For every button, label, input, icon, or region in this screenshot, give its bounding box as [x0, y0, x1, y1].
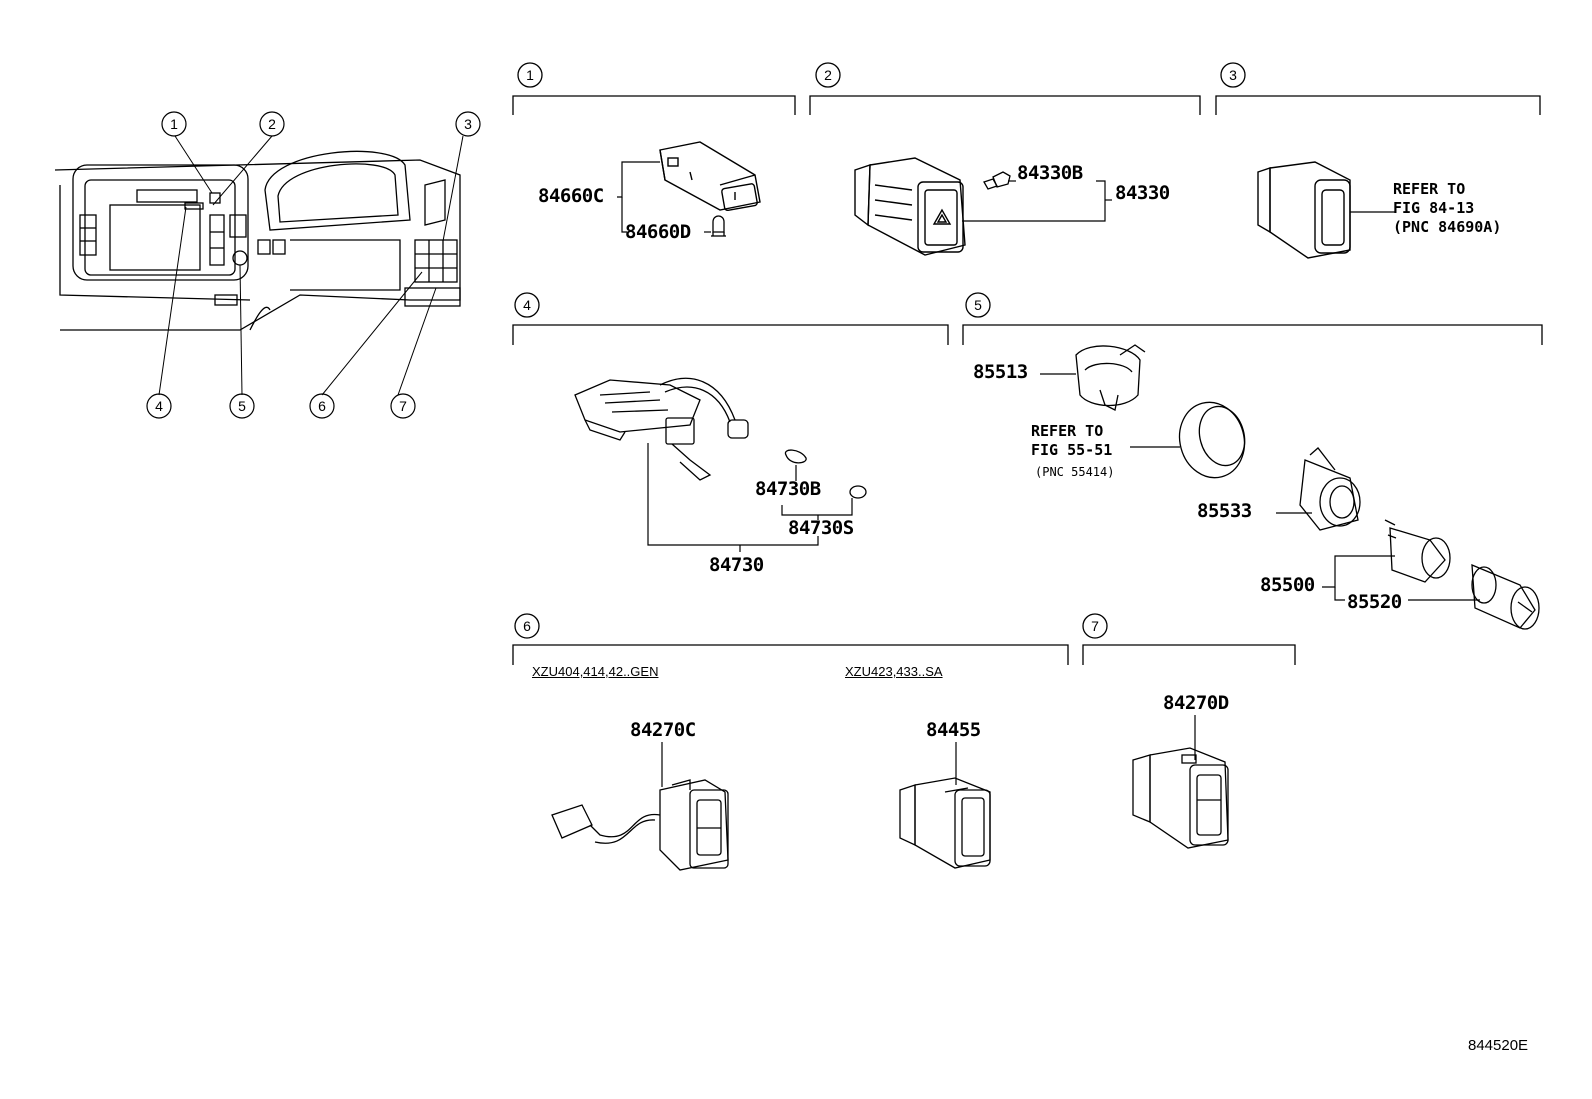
figure-code: 844520E — [1468, 1037, 1529, 1054]
refer-line-1: REFER TO — [1031, 422, 1104, 440]
part-label-84330b[interactable]: 84330B — [1017, 162, 1083, 184]
dashboard-overview — [54, 150, 461, 331]
lighter-85500-drawing — [1384, 519, 1451, 583]
section6-leaders — [661, 742, 957, 787]
switch-84730-drawing — [574, 377, 749, 481]
callout-6: 6 — [318, 398, 326, 414]
part-label-84455[interactable]: 84455 — [926, 719, 981, 741]
section2-leaders — [962, 180, 1112, 222]
part-label-84660c[interactable]: 84660C — [538, 185, 604, 207]
part-label-84660d[interactable]: 84660D — [625, 221, 691, 243]
lens-84730s-drawing — [849, 485, 867, 499]
part-label-85500[interactable]: 85500 — [1260, 574, 1315, 596]
section-7-number: 7 — [1091, 618, 1099, 634]
bulb-84330b-drawing — [983, 171, 1011, 190]
switch-84270c-drawing — [551, 779, 729, 871]
condition-label-gen: XZU404,414,42..GEN — [532, 664, 659, 679]
overview-leaders — [158, 135, 464, 396]
switch-84270d-drawing — [1132, 747, 1229, 849]
refer-line-2: FIG 84-13 — [1393, 199, 1475, 217]
section1-leaders — [617, 161, 711, 233]
refer-line-3: (PNC 55414) — [1035, 465, 1115, 479]
section-6-number: 6 — [523, 618, 531, 634]
section-5-number: 5 — [974, 297, 982, 313]
refer-line-3: (PNC 84690A) — [1393, 218, 1502, 236]
part-label-85513[interactable]: 85513 — [973, 361, 1028, 383]
part-label-84730b[interactable]: 84730B — [755, 478, 821, 500]
callout-7: 7 — [399, 398, 407, 414]
section5-leaders — [1040, 373, 1480, 601]
overview-callout-circles — [146, 111, 481, 419]
callout-3: 3 — [464, 116, 472, 132]
section4-leaders — [647, 443, 853, 552]
callout-4: 4 — [155, 398, 163, 414]
section-2-number: 2 — [824, 67, 832, 83]
switch-section3-drawing — [1257, 161, 1351, 259]
bulb-84660d-drawing — [711, 215, 726, 237]
knob-85520-drawing — [1471, 563, 1540, 630]
section-3-number: 3 — [1229, 67, 1237, 83]
refer-line-2: FIG 55-51 — [1031, 441, 1113, 459]
part-label-84730s[interactable]: 84730S — [788, 517, 854, 539]
bulb-84730b-drawing — [784, 449, 807, 464]
part-label-84270d[interactable]: 84270D — [1163, 692, 1229, 714]
section-4-number: 4 — [523, 297, 531, 313]
refer-line-1: REFER TO — [1393, 180, 1466, 198]
part-label-85533[interactable]: 85533 — [1197, 500, 1252, 522]
callout-1: 1 — [170, 116, 178, 132]
socket-85533-drawing — [1299, 447, 1361, 531]
part-label-84730[interactable]: 84730 — [709, 554, 764, 576]
part-label-85520[interactable]: 85520 — [1347, 591, 1402, 613]
socket-85513-drawing — [1075, 344, 1146, 411]
ring-section5-drawing — [1178, 401, 1246, 479]
part-label-84330[interactable]: 84330 — [1115, 182, 1170, 204]
part-label-84270c[interactable]: 84270C — [630, 719, 696, 741]
switch-84455-drawing — [899, 777, 991, 869]
callout-2: 2 — [268, 116, 276, 132]
callout-5: 5 — [238, 398, 246, 414]
section-1-number: 1 — [526, 67, 534, 83]
condition-label-sa: XZU423,433..SA — [845, 664, 943, 679]
section-brackets — [512, 62, 1543, 665]
switch-84330-drawing — [854, 157, 966, 256]
switch-84660c-drawing — [659, 141, 761, 212]
